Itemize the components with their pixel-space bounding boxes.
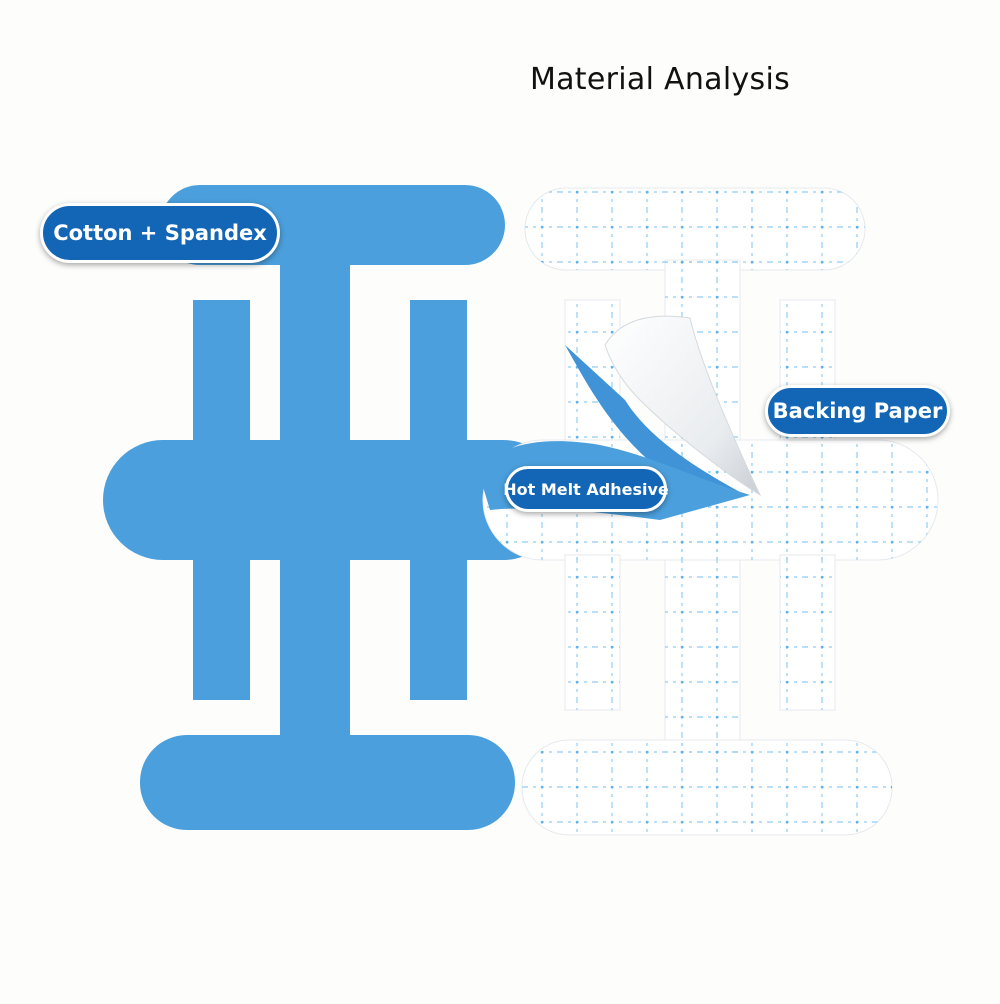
fabric-label: Cotton + Spandex <box>53 221 267 245</box>
fabric-callout: Cotton + Spandex <box>40 203 280 263</box>
page-title: Material Analysis <box>529 62 791 97</box>
blue-kinesiology-tape-shape <box>103 185 563 830</box>
backing-callout: Backing Paper <box>765 385 950 437</box>
adhesive-label: Hot Melt Adhesive <box>503 479 669 499</box>
backing-label: Backing Paper <box>772 399 943 423</box>
adhesive-callout: Hot Melt Adhesive <box>503 466 669 512</box>
